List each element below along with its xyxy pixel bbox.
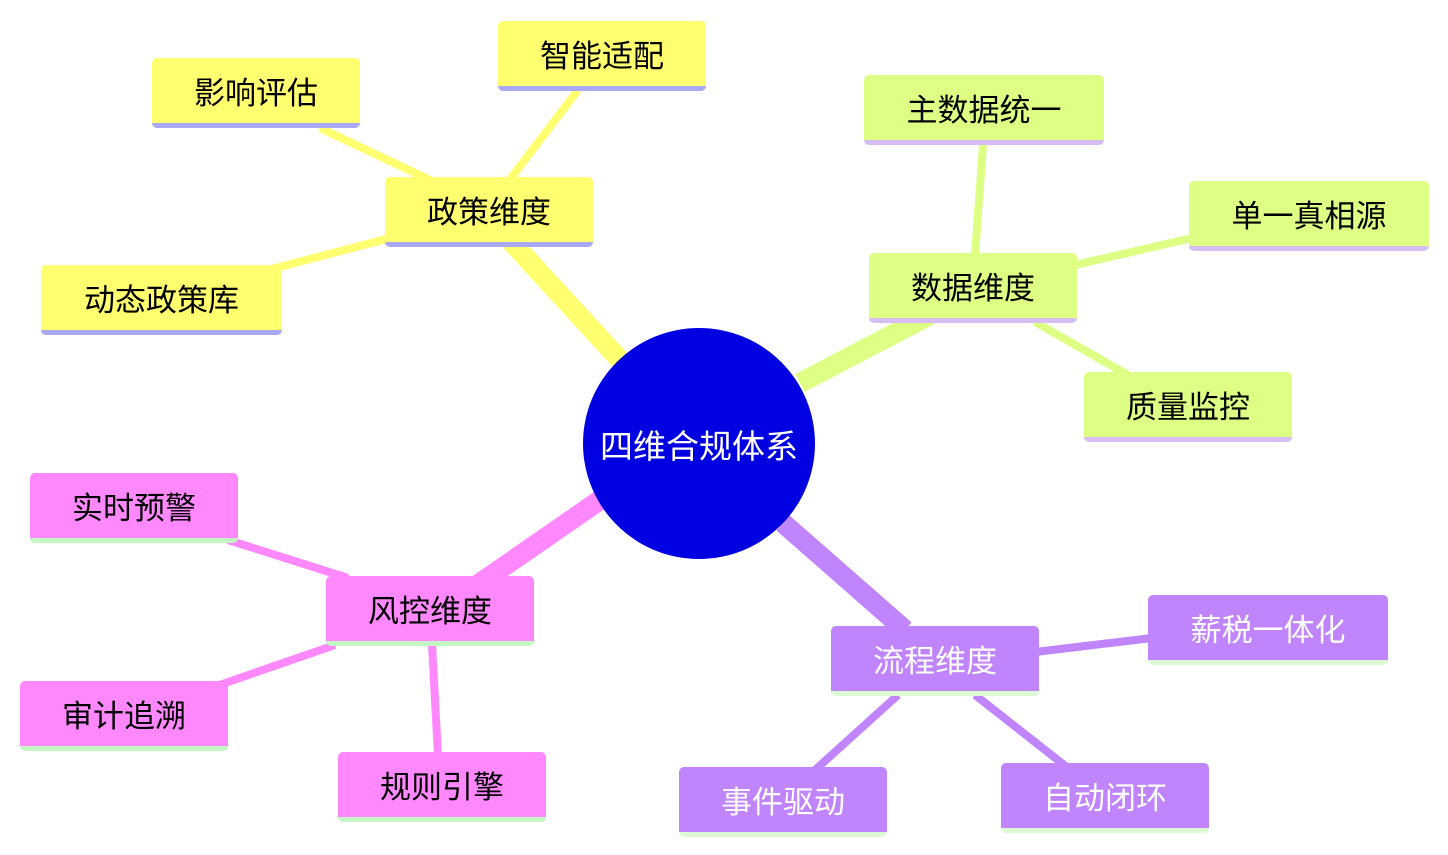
edge-root-process [776,515,912,638]
branch-policy[interactable]: 政策维度 [385,177,593,247]
leaf-process-event-driven[interactable]: 事件驱动 [679,767,887,837]
edge-policy-c2 [266,234,392,274]
leaf-process-auto-closed-loop[interactable]: 自动闭环 [1001,763,1209,833]
edge-data-c2 [1033,318,1130,379]
edge-risk-c0 [226,536,350,582]
leaf-policy-impact-assessment[interactable]: 影响评估 [152,58,360,128]
leaf-policy-smart-adapt[interactable]: 智能适配 [498,21,706,91]
branch-data[interactable]: 数据维度 [869,253,1077,323]
edge-policy-c0 [504,87,582,185]
leaf-data-master-unify[interactable]: 主数据统一 [864,75,1104,145]
edge-data-c0 [971,144,987,256]
edge-policy-c1 [318,124,432,184]
root-node[interactable]: 四维合规体系 [583,328,815,559]
leaf-process-payroll-tax[interactable]: 薪税一体化 [1148,595,1388,665]
edge-root-policy [497,228,628,367]
edge-data-c1 [1074,234,1193,269]
leaf-data-quality-monitor[interactable]: 质量监控 [1084,372,1292,442]
edge-process-c1 [812,692,901,773]
edge-process-c2 [972,691,1071,772]
edge-root-risk [464,491,606,599]
branch-risk[interactable]: 风控维度 [326,576,534,646]
leaf-data-single-source[interactable]: 单一真相源 [1189,181,1429,251]
edge-process-c0 [1034,634,1153,656]
leaf-risk-realtime-alert[interactable]: 实时预警 [30,473,238,543]
edge-root-data [795,306,935,392]
branch-process[interactable]: 流程维度 [831,626,1039,696]
leaf-policy-dynamic-library[interactable]: 动态政策库 [41,265,282,335]
leaf-risk-audit-trace[interactable]: 审计追溯 [20,681,228,751]
leaf-risk-rule-engine[interactable]: 规则引擎 [338,752,546,822]
edge-risk-c2 [428,644,442,756]
